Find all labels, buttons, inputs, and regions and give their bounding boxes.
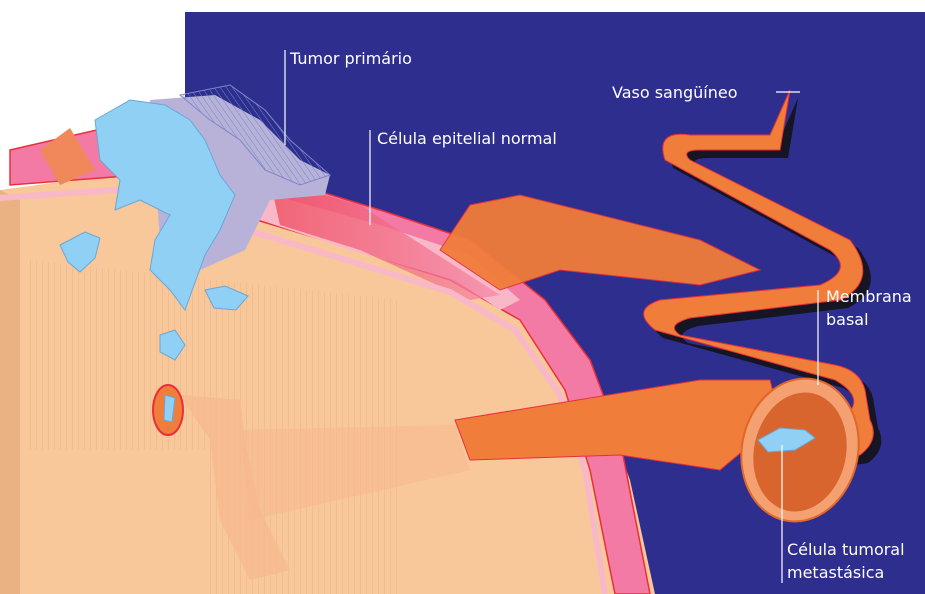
- label-primary-tumor: Tumor primário: [289, 49, 412, 68]
- label-basement-membrane-1: Membrana: [826, 287, 912, 306]
- label-basement-membrane-2: basal: [826, 310, 869, 329]
- tissue-left-face: [0, 190, 20, 594]
- label-metastatic-cell-1: Célula tumoral: [787, 540, 905, 559]
- label-blood-vessel: Vaso sangüíneo: [612, 83, 738, 102]
- label-metastatic-cell-2: metastásica: [787, 563, 884, 582]
- label-normal-epithelial-cell: Célula epitelial normal: [377, 129, 557, 148]
